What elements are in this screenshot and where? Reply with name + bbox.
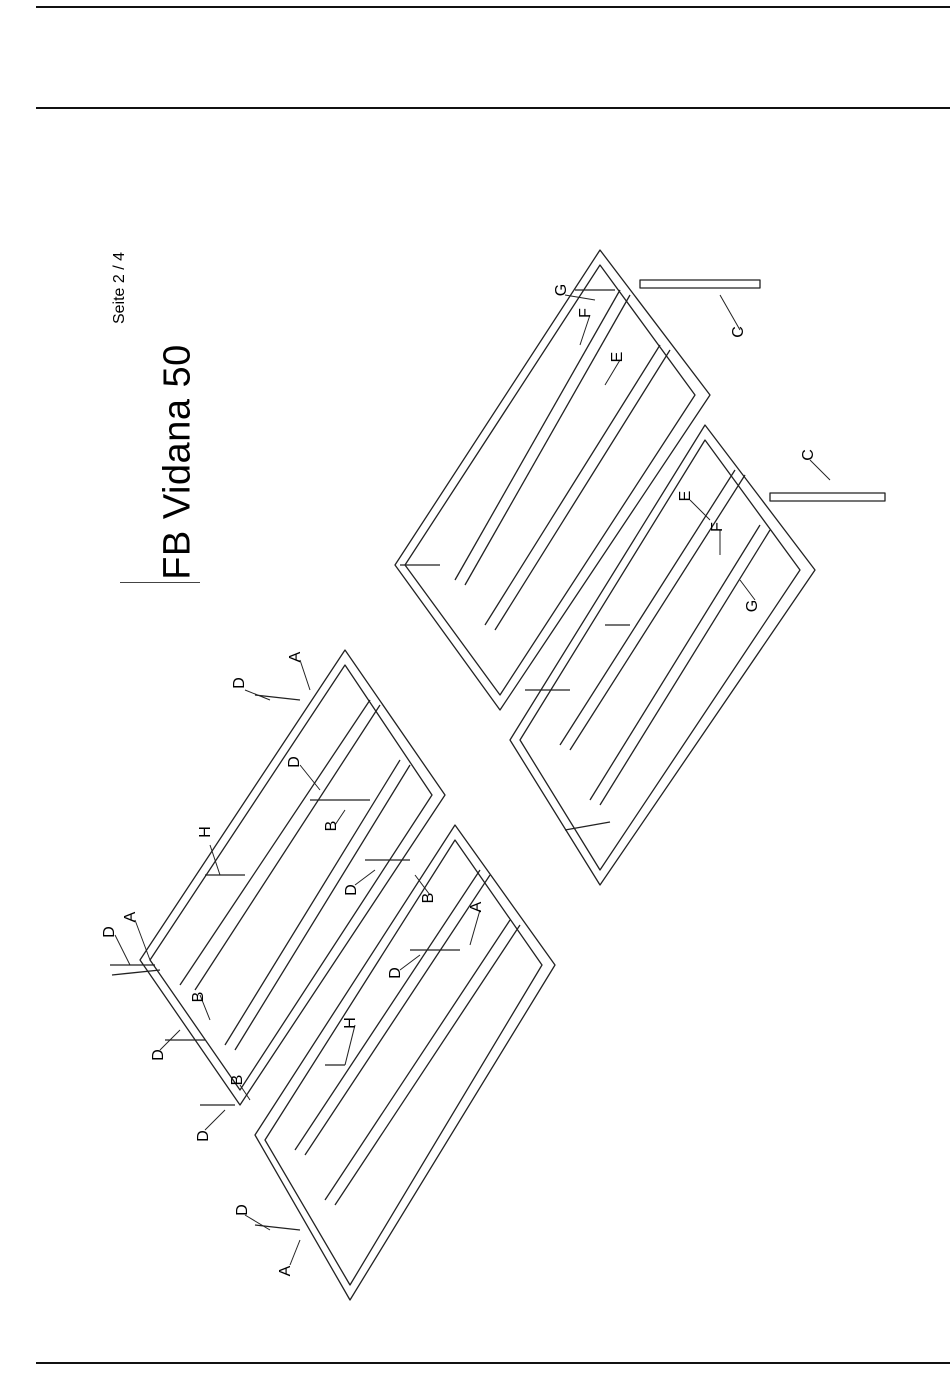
callout-h-1: H [197, 826, 214, 838]
callout-h-2: H [342, 1017, 359, 1029]
callout-g-1: G [553, 284, 570, 296]
rail-c [640, 280, 885, 501]
callout-d-6: D [150, 1049, 167, 1061]
panel-frame-3 [395, 250, 710, 710]
callout-c-2: C [800, 449, 817, 461]
callout-f-1: F [577, 308, 594, 318]
callout-b-4: B [229, 1075, 246, 1086]
callout-a-3: A [122, 911, 139, 922]
callout-d-2: D [286, 756, 303, 768]
callout-a-2: A [468, 901, 485, 912]
callout-e-2: E [677, 491, 694, 502]
panel-frame-4 [510, 425, 815, 885]
panel-frame-1 [140, 650, 445, 1105]
callout-d-4: D [101, 926, 118, 938]
callout-d-1: D [231, 677, 248, 689]
callout-d-7: D [195, 1130, 212, 1142]
callout-d-5: D [387, 967, 404, 979]
callout-g-2: G [744, 600, 761, 612]
panel-frame-2 [255, 825, 555, 1300]
callout-d-3: D [343, 884, 360, 896]
callout-b-3: B [190, 992, 207, 1003]
callout-b-1: B [323, 821, 340, 832]
callout-e-1: E [609, 352, 626, 363]
callout-b-2: B [420, 893, 437, 904]
callout-a-1: A [287, 651, 304, 662]
callout-f-2: F [709, 522, 726, 532]
callout-d-8: D [234, 1204, 251, 1216]
callout-c-1: C [730, 326, 747, 338]
callout-a-4: A [277, 1265, 294, 1276]
